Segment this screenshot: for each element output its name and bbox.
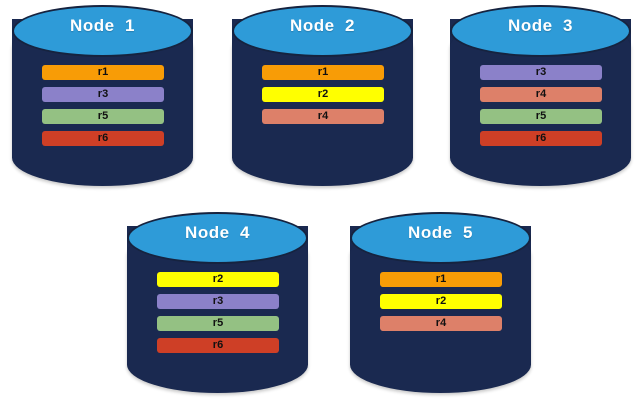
replica-list: r1 r3 r5 r6 — [42, 65, 164, 153]
replica-bar: r2 — [157, 272, 279, 287]
replica-list: r3 r4 r5 r6 — [480, 65, 602, 153]
replica-list: r1 r2 r4 — [380, 272, 502, 338]
cylinder-top-ellipse — [450, 5, 631, 57]
replica-bar: r6 — [42, 131, 164, 146]
replica-list: r2 r3 r5 r6 — [157, 272, 279, 360]
database-node-cylinder: Node 5 r1 r2 r4 — [350, 212, 531, 393]
node-label: Node 4 — [185, 223, 250, 242]
replica-bar: r1 — [42, 65, 164, 80]
replica-bar: r3 — [157, 294, 279, 309]
replica-bar: r2 — [380, 294, 502, 309]
replica-bar: r5 — [42, 109, 164, 124]
cylinder-top-ellipse — [232, 5, 413, 57]
cylinder-top-ellipse — [12, 5, 193, 57]
database-node-cylinder: Node 2 r1 r2 r4 — [232, 5, 413, 186]
replica-bar: r4 — [380, 316, 502, 331]
replica-bar: r6 — [480, 131, 602, 146]
replica-bar: r5 — [480, 109, 602, 124]
cylinder-top-ellipse — [350, 212, 531, 264]
database-node-cylinder: Node 3 r3 r4 r5 r6 — [450, 5, 631, 186]
replica-bar: r1 — [262, 65, 384, 80]
replica-list: r1 r2 r4 — [262, 65, 384, 131]
replica-bar: r4 — [262, 109, 384, 124]
node-label: Node 3 — [508, 16, 573, 35]
node-label: Node 1 — [70, 16, 135, 35]
database-node-cylinder: Node 1 r1 r3 r5 r6 — [12, 5, 193, 186]
replica-bar: r3 — [480, 65, 602, 80]
database-node-cylinder: Node 4 r2 r3 r5 r6 — [127, 212, 308, 393]
node-label: Node 5 — [408, 223, 473, 242]
replica-bar: r3 — [42, 87, 164, 102]
replica-bar: r5 — [157, 316, 279, 331]
node-label: Node 2 — [290, 16, 355, 35]
replica-bar: r4 — [480, 87, 602, 102]
replica-bar: r1 — [380, 272, 502, 287]
cylinder-top-ellipse — [127, 212, 308, 264]
replica-bar: r2 — [262, 87, 384, 102]
replica-bar: r6 — [157, 338, 279, 353]
